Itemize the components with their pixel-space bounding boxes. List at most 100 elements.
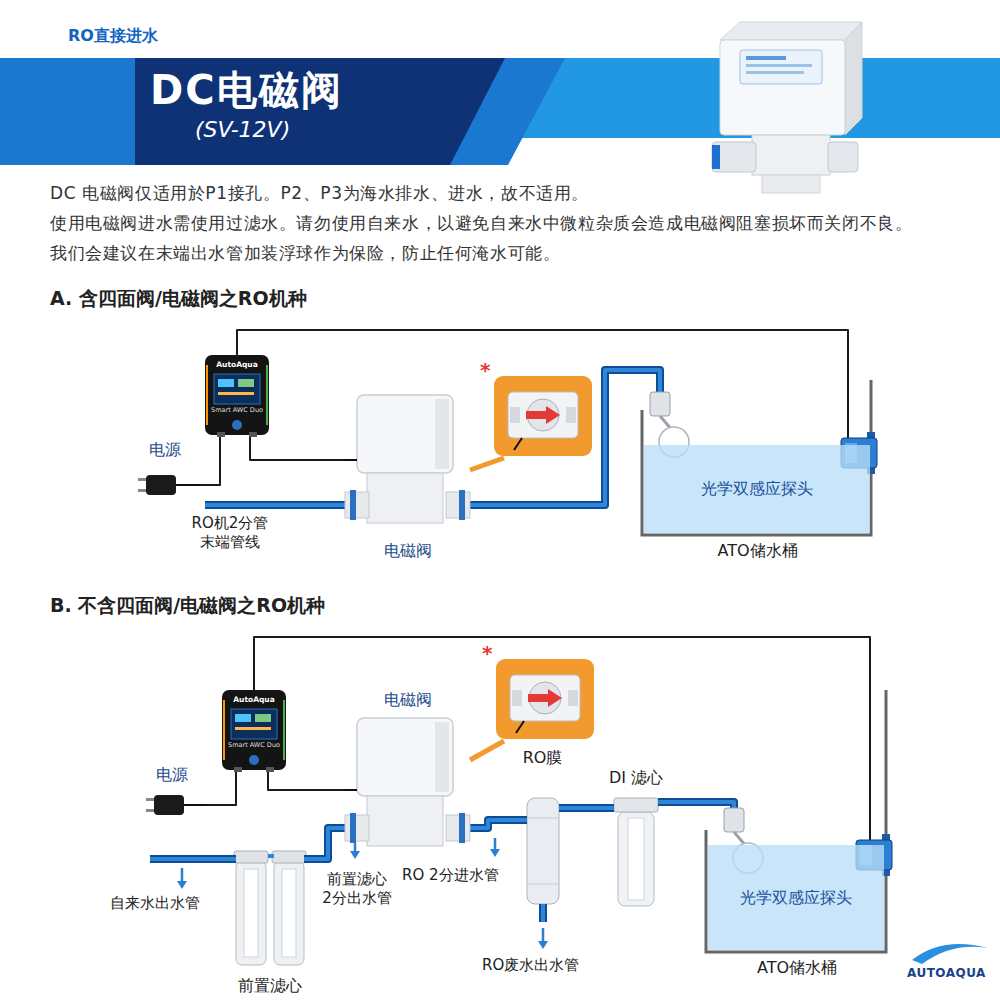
drawing-part <box>154 795 184 815</box>
ato-tank: ATO储水桶光学双感应探头 <box>694 690 900 982</box>
connector-line <box>470 370 660 505</box>
water-pipe <box>676 802 694 803</box>
ato-tank: ATO储水桶光学双感应探头 <box>630 380 885 565</box>
connector-line <box>250 435 345 460</box>
connector-line <box>676 800 694 804</box>
drawing-part <box>514 438 522 450</box>
page-title: DC电磁阀 <box>150 66 343 114</box>
drawing-part <box>176 484 200 486</box>
drawing-part <box>494 376 592 456</box>
valve-label: 电磁阀 <box>384 690 432 709</box>
solenoid-valve-drawing <box>345 690 470 850</box>
drawing-part <box>720 40 845 135</box>
signal-wire <box>250 435 345 460</box>
di-filter-drawing <box>596 768 676 910</box>
valve-callout: * <box>480 362 594 458</box>
drawing-part <box>720 22 862 40</box>
filter-label: 前置滤心 <box>238 976 302 995</box>
drawing-part <box>446 492 470 518</box>
drawing-part <box>559 804 580 812</box>
drawing-part <box>177 881 187 889</box>
drawing-part <box>746 71 804 74</box>
solenoid-valve: 电磁阀 <box>345 690 470 850</box>
drawing-part <box>618 812 654 906</box>
model-text: Smart AWC Duo <box>211 407 263 415</box>
drawing-part <box>712 145 720 169</box>
connector-line <box>312 828 345 859</box>
drawing-part <box>752 135 830 175</box>
drawing-part <box>184 804 206 806</box>
drawing-part <box>345 789 357 791</box>
drawing-part <box>694 802 734 808</box>
drawing-part <box>234 851 268 863</box>
drawing-part <box>526 411 546 419</box>
drawing-part <box>446 815 470 841</box>
drawing-part <box>304 857 312 861</box>
valve-callout: * <box>482 645 596 741</box>
brand-logo: AUTOAQUA <box>907 966 986 981</box>
drawing-part <box>146 809 154 812</box>
drawing-part <box>266 365 268 425</box>
drawing-part <box>566 407 576 423</box>
drawing-part <box>304 855 312 863</box>
drawing-part <box>272 851 306 863</box>
connector-line <box>268 770 345 790</box>
drawing-part <box>350 851 360 859</box>
tap-pipe <box>150 859 228 860</box>
ro-membrane: RO膜 <box>505 748 580 910</box>
drawing-part <box>435 399 449 469</box>
valve-callout-drawing <box>482 645 596 741</box>
drawing-part <box>596 804 614 812</box>
drawing-part <box>205 501 345 509</box>
drawing-part <box>912 944 988 964</box>
connector-line <box>206 770 236 805</box>
drawing-part <box>357 718 453 796</box>
water-pipe <box>312 828 345 859</box>
signal-wire <box>268 770 345 790</box>
drawing-part <box>541 908 545 922</box>
drawing-part <box>724 808 744 832</box>
drawing-part <box>345 492 369 518</box>
valve-callout-drawing <box>480 362 594 458</box>
drawing-part <box>146 798 154 801</box>
drawing-part <box>223 700 225 760</box>
drawing-part <box>845 22 862 135</box>
drawing-part <box>542 928 545 942</box>
drawing-part <box>614 798 658 812</box>
drawing-part <box>828 142 858 172</box>
drawing-part <box>238 379 254 387</box>
callout-mark: * <box>482 641 492 665</box>
drawing-part <box>268 854 274 858</box>
pipe-label: RO 2分进水管 <box>402 866 499 885</box>
drawing-part <box>746 56 786 60</box>
drawing-part <box>0 58 565 165</box>
drawing-part <box>658 800 676 804</box>
sensor-label: 光学双感应探头 <box>701 479 813 498</box>
drawing-part <box>274 861 304 965</box>
tank-label: ATO储水桶 <box>757 958 837 977</box>
signal-wire <box>237 330 848 380</box>
drawing-part <box>236 861 266 965</box>
drawing-part <box>345 815 369 841</box>
drawing-part <box>217 432 225 437</box>
drawing-part <box>541 904 545 910</box>
drawing-part <box>559 806 580 810</box>
power-adapter: 电源 <box>130 440 200 500</box>
section-tag: RO直接进水 <box>68 26 158 46</box>
brand-text: AutoAqua <box>233 695 274 704</box>
connector-line <box>470 370 660 505</box>
water-pipe <box>580 808 596 809</box>
drawing-part <box>350 813 356 843</box>
signal-wire <box>206 770 236 805</box>
drawing-part <box>490 849 500 857</box>
drawing-part <box>538 941 548 949</box>
drawing-part <box>746 64 812 67</box>
drawing-part <box>367 796 443 846</box>
signal-wire <box>200 435 220 485</box>
section-heading: A. 含四面阀/电磁阀之RO机种 <box>50 287 307 311</box>
drawing-part <box>357 395 453 473</box>
connector-line <box>580 804 596 812</box>
drawing-part <box>505 816 527 824</box>
water-pipe <box>470 370 660 505</box>
pipe-label: RO废水出水管 <box>482 956 579 975</box>
